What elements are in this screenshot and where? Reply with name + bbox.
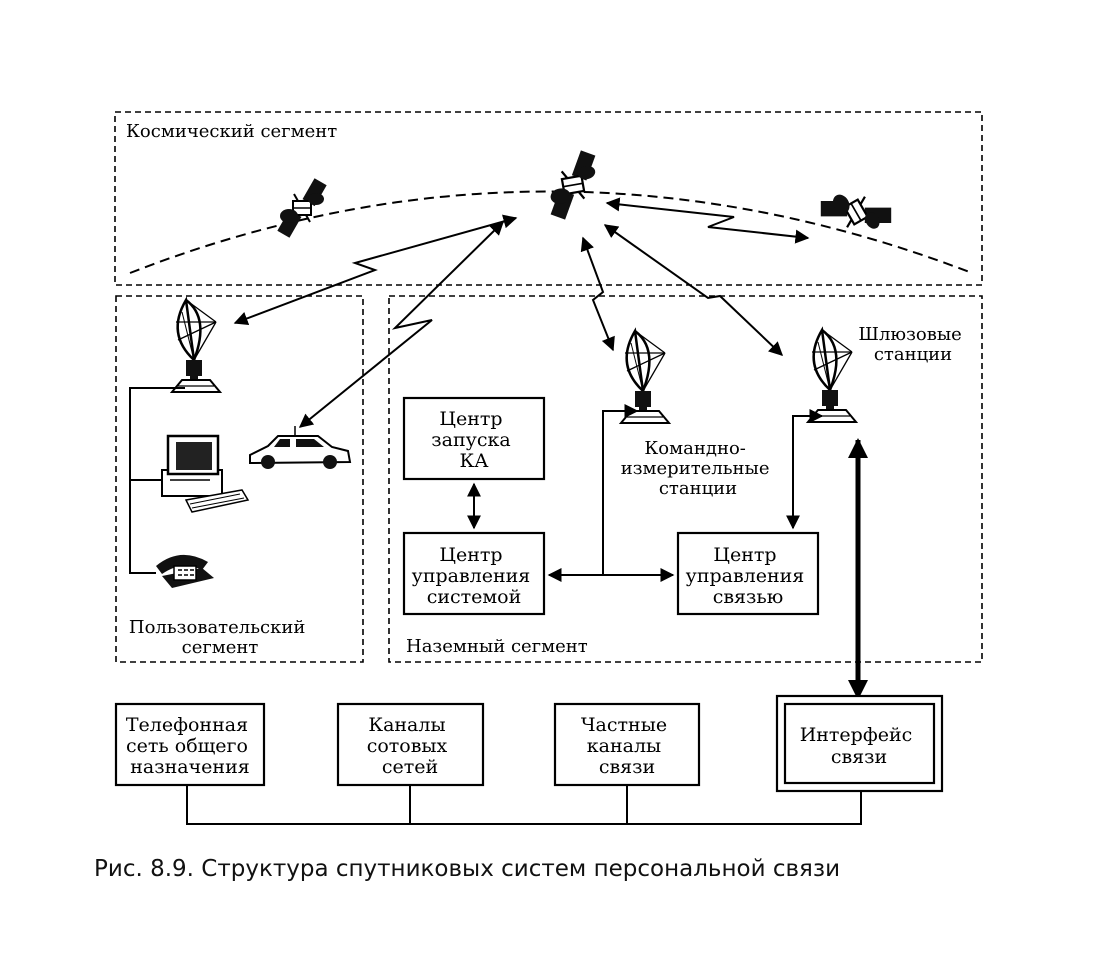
user-dish-antenna-icon: [170, 298, 222, 394]
cellular-channels-label: Каналы сотовых сетей: [367, 714, 454, 778]
system-to-tt-station-link: [602, 404, 639, 575]
ground-segment-label: Наземный сегмент: [406, 636, 588, 657]
interface-box-inner: [783, 702, 936, 785]
radio-link-car: [298, 221, 504, 428]
ground-segment-frame: [388, 295, 983, 663]
radio-link-tt-station: [580, 236, 615, 352]
cellular-channels-box: [336, 702, 485, 787]
car-icon: [249, 426, 352, 469]
system-control-center-label: Центр управления системой: [412, 544, 537, 608]
space-segment-frame: [114, 111, 983, 286]
interface-label: Интерфейс связи: [800, 724, 919, 768]
comm-control-center-box: [676, 531, 820, 616]
computer-icon: [161, 434, 250, 513]
inter-satellite-link: [605, 197, 810, 244]
gateway-dish-icon: [806, 328, 858, 424]
launch-center-label: Центр запуска КА: [431, 408, 516, 472]
launch-center-box: [402, 396, 546, 481]
pstn-label: Телефонная сеть общего назначения: [126, 714, 254, 778]
user-segment-label: Пользовательский сегмент: [129, 617, 311, 658]
private-channels-box: [553, 702, 701, 787]
comm-to-gateway-link: [786, 409, 824, 530]
tt-stations-label: Командно- измерительные станции: [621, 438, 776, 499]
pstn-box: [114, 702, 266, 787]
system-control-center-box: [402, 531, 546, 616]
network-bus: [186, 785, 862, 825]
private-channels-label: Частные каналы связи: [581, 714, 673, 778]
satellite-icon: [813, 171, 899, 253]
satellite-icon: [276, 177, 328, 239]
gateway-stations-label: Шлюзовые станции: [858, 324, 967, 365]
radio-link-user-dish: [233, 214, 518, 326]
radio-link-gateway: [603, 224, 784, 356]
telephone-icon: [156, 554, 214, 588]
figure-caption: Рис. 8.9. Структура спутниковых систем п…: [94, 856, 840, 882]
comm-control-center-label: Центр управления связью: [686, 544, 811, 608]
space-segment-label: Космический сегмент: [126, 121, 337, 142]
satellite-icon: [539, 147, 607, 223]
tt-station-dish-icon: [619, 329, 671, 425]
